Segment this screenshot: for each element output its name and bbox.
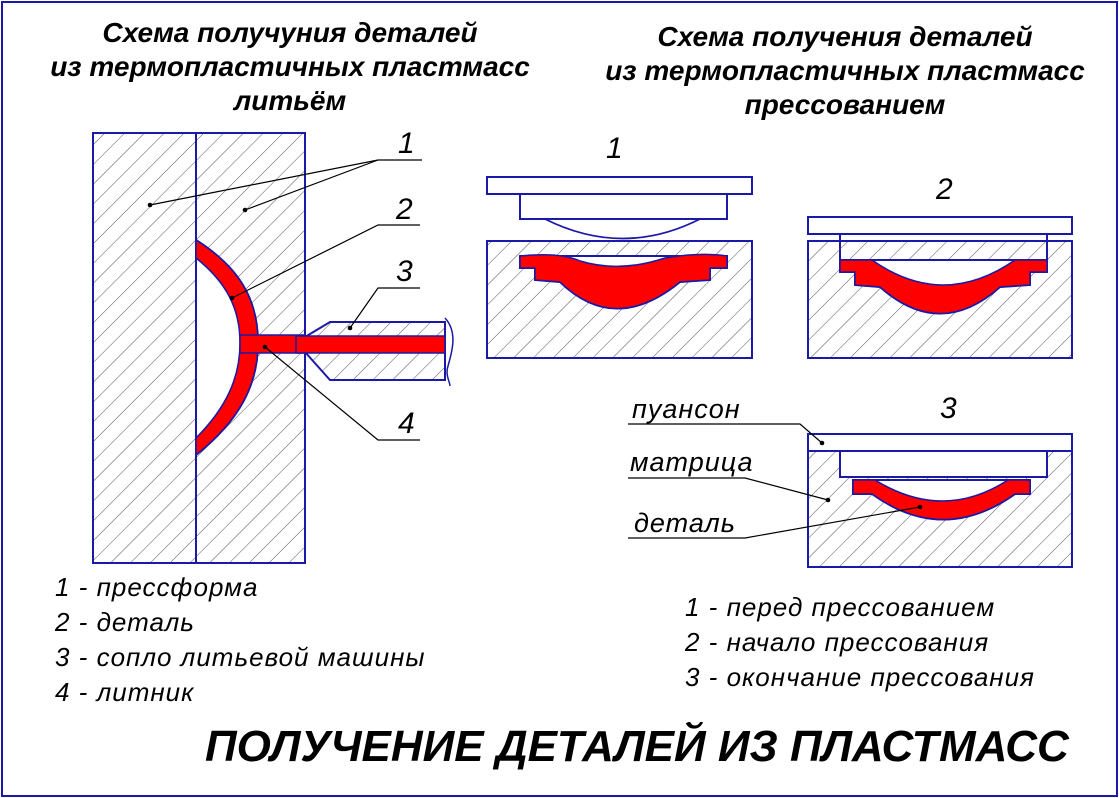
mold-left-half [92, 132, 197, 564]
casting-callout-3: 3 [396, 255, 413, 288]
label-die: матрица [630, 447, 754, 477]
pressing-stage-3 [807, 433, 1073, 568]
stage1-punch-dome [544, 218, 701, 240]
casting-title-line-1: Схема получуния деталей [102, 17, 478, 48]
label-part: деталь [634, 508, 736, 538]
casting-callout-2: 2 [396, 193, 413, 226]
nozzle-channel [295, 335, 446, 354]
casting-legend: 1 - прессформа 2 - деталь 3 - сопло лить… [55, 570, 426, 710]
casting-leader-dots [147, 202, 353, 350]
casting-legend-item-3: 3 - сопло литьевой машины [55, 642, 426, 672]
pressing-legend: 1 - перед прессованием 2 - начало прессо… [685, 590, 1035, 695]
pressing-title-line-3: прессованием [744, 89, 946, 120]
pressing-title: Схема получения деталей из термопластичн… [580, 20, 1110, 122]
pressing-legend-item-1: 1 - перед прессованием [685, 592, 996, 622]
casting-title: Схема получуния деталей из термопластичн… [10, 16, 570, 118]
main-title: ПОЛУЧЕНИЕ ДЕТАЛЕЙ ИЗ ПЛАСТМАСС [205, 722, 1069, 771]
casting-legend-item-1: 1 - прессформа [55, 572, 259, 602]
stage3-punch-plate [807, 433, 1073, 452]
stage1-punch-plate [486, 176, 753, 195]
stage2-punch-plate [807, 216, 1073, 235]
stage3-punch [839, 450, 1048, 478]
pressing-stage-number-1: 1 [606, 132, 623, 165]
pressing-leader-dots [819, 440, 923, 510]
label-punch: пуансон [632, 394, 741, 424]
casting-callout-1: 1 [398, 127, 415, 160]
casting-leaders [149, 159, 422, 441]
stage2-part [839, 259, 1048, 315]
casting-title-line-2: из термопластичных пластмасс [50, 51, 530, 82]
casting-legend-item-2: 2 - деталь [55, 607, 195, 637]
pressing-stage-number-3: 3 [940, 392, 957, 425]
pressing-title-line-2: из термопластичных пластмасс [605, 55, 1085, 86]
pressing-legend-item-2: 2 - начало прессования [685, 627, 990, 657]
stage1-punch [519, 193, 728, 220]
pressing-stage-number-2: 2 [936, 173, 953, 206]
cast-part [195, 238, 259, 457]
pressing-title-line-1: Схема получения деталей [657, 21, 1033, 52]
pressing-stage-1 [486, 176, 753, 359]
pressing-stage-2 [807, 216, 1073, 359]
pressing-legend-item-3: 3 - окончание прессования [685, 662, 1035, 692]
casting-title-line-3: литьём [233, 85, 347, 116]
casting-scheme [92, 132, 454, 564]
pressing-leaders [628, 423, 921, 539]
stage3-part [852, 479, 1031, 521]
nozzle-break-line [444, 317, 454, 387]
casting-legend-item-4: 4 - литник [55, 677, 195, 707]
stage1-blank [519, 253, 728, 310]
casting-callout-4: 4 [398, 407, 415, 440]
